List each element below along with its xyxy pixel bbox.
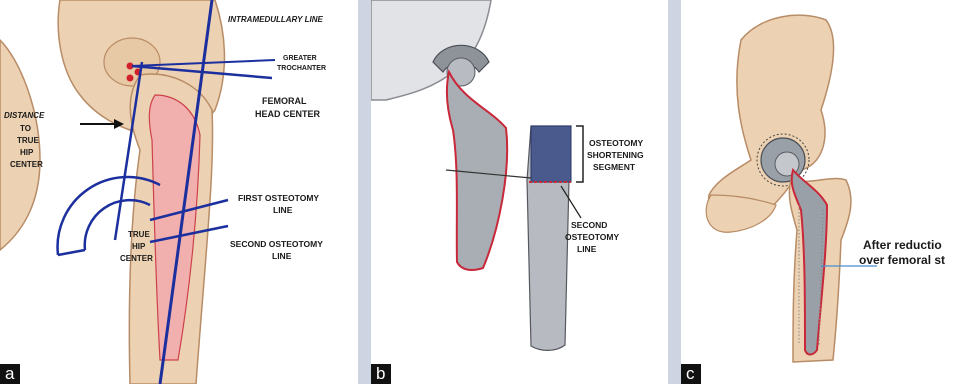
panel-a: INTRAMEDULLARY LINE GREATER TROCHANTER F… <box>0 0 358 384</box>
label-femoral-head-center: HEAD CENTER <box>255 109 321 119</box>
label-femoral-head-center: FEMORAL <box>262 96 307 106</box>
label-second-osteotomy: OSTEOTOMY <box>565 232 619 242</box>
panel-b-illustration: OSTEOTOMY SHORTENING SEGMENT SECOND OSTE… <box>371 0 668 384</box>
label-distance: TO <box>20 124 31 133</box>
label-first-osteotomy: FIRST OSTEOTOMY <box>238 193 319 203</box>
label-second-osteotomy: LINE <box>272 251 292 261</box>
panel-separator <box>358 0 371 384</box>
true-hip-arc <box>58 250 85 255</box>
panel-b: OSTEOTOMY SHORTENING SEGMENT SECOND OSTE… <box>371 0 668 384</box>
label-greater-trochanter: TROCHANTER <box>277 65 326 72</box>
label-after-reduction: After reductio <box>863 238 942 252</box>
shortening-segment <box>531 126 571 182</box>
label-osteotomy-shortening: OSTEOTOMY <box>589 138 643 148</box>
label-second-osteotomy: LINE <box>577 244 597 254</box>
segment-bracket <box>576 126 583 182</box>
label-second-osteotomy: SECOND OSTEOTOMY <box>230 239 323 249</box>
label-after-reduction: over femoral st <box>859 253 945 267</box>
label-distance: CENTER <box>10 160 43 169</box>
label-osteotomy-shortening: SHORTENING <box>587 150 644 160</box>
label-true-hip-center: TRUE <box>128 230 150 239</box>
panel-a-illustration: INTRAMEDULLARY LINE GREATER TROCHANTER F… <box>0 0 358 384</box>
panel-label-b: b <box>371 364 391 384</box>
hip-center-dot <box>127 75 134 82</box>
panel-c: After reductio over femoral st c <box>681 0 967 384</box>
ilium-left <box>0 40 40 250</box>
label-true-hip-center: HIP <box>132 242 146 251</box>
label-distance: TRUE <box>17 136 39 145</box>
panel-c-illustration: After reductio over femoral st <box>681 0 967 384</box>
label-osteotomy-shortening: SEGMENT <box>593 162 636 172</box>
label-second-osteotomy: SECOND <box>571 220 607 230</box>
label-intramedullary-line: INTRAMEDULLARY LINE <box>228 15 323 24</box>
label-greater-trochanter: GREATER <box>283 55 317 62</box>
label-distance: DISTANCE <box>4 111 45 120</box>
label-distance: HIP <box>20 148 34 157</box>
panel-separator <box>668 0 681 384</box>
panel-label-c: c <box>681 364 701 384</box>
label-true-hip-center: CENTER <box>120 254 153 263</box>
label-first-osteotomy: LINE <box>273 205 293 215</box>
panel-label-a: a <box>0 364 20 384</box>
